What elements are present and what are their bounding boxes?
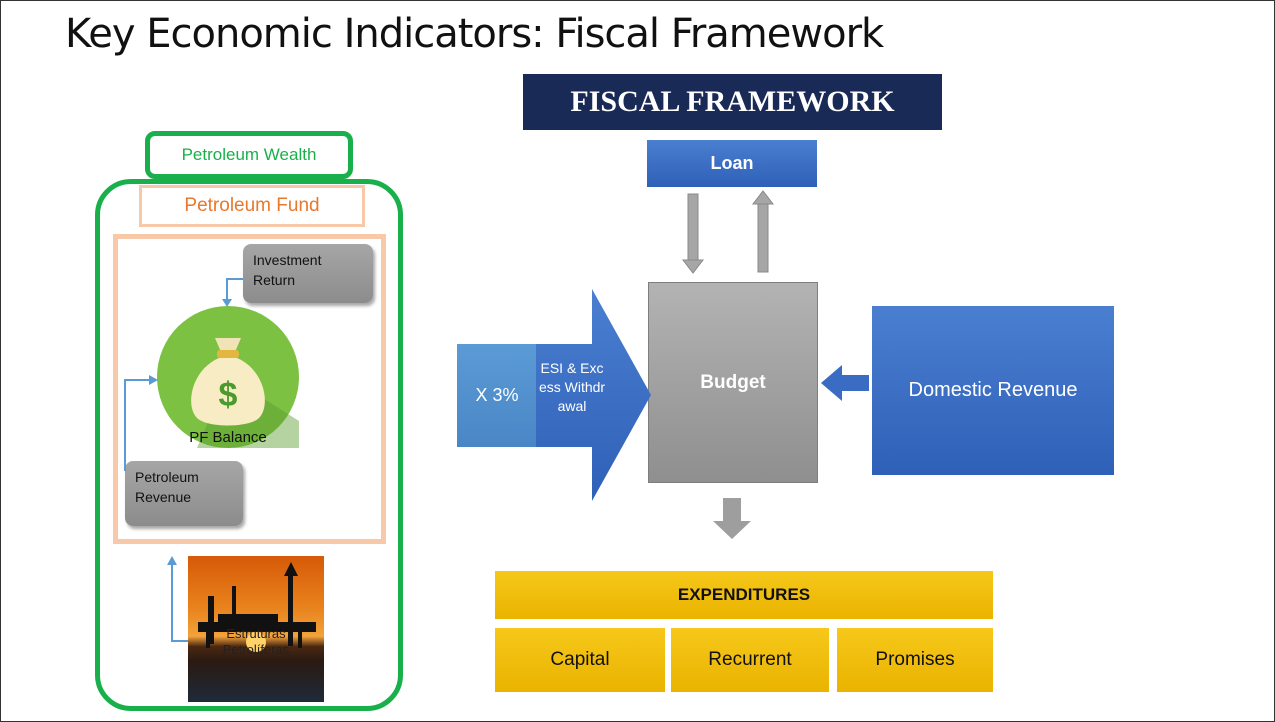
budget-to-expenditures-arrow <box>713 498 751 539</box>
domestic-revenue-box: Domestic Revenue <box>872 306 1114 475</box>
petroleum-revenue-label: Petroleum Revenue <box>135 469 199 505</box>
investment-return-box: Investment Return <box>243 244 373 303</box>
petroleum-wealth-label-box: Petroleum Wealth <box>145 131 353 179</box>
expenditure-capital-box: Capital <box>495 628 665 692</box>
domestic-revenue-label: Domestic Revenue <box>908 379 1078 401</box>
esi-withdrawal-arrow <box>536 289 651 501</box>
esi-withdrawal-label: ESI & Excess Withdrawal <box>538 360 606 414</box>
budget-box: Budget <box>648 282 818 483</box>
petroleum-wealth-label: Petroleum Wealth <box>181 145 317 164</box>
loan-label: Loan <box>710 153 754 173</box>
x3-label: X 3% <box>475 385 519 405</box>
expenditures-label: EXPENDITURES <box>677 585 811 604</box>
loan-box: Loan <box>647 140 817 187</box>
petroleum-wealth-container <box>95 179 403 711</box>
petroleum-fund-label-box: Petroleum Fund <box>139 185 365 227</box>
page-title: Key Economic Indicators: Fiscal Framewor… <box>65 11 884 57</box>
petroleum-fund-container <box>113 234 386 544</box>
loan-to-budget-arrow <box>681 193 705 274</box>
svg-text:$: $ <box>219 376 238 414</box>
budget-to-loan-arrow <box>751 190 775 273</box>
oil-rig-photo: Estruturas Petrolíferas <box>188 556 324 702</box>
expenditure-promises-label: Promises <box>875 649 955 670</box>
investment-return-arrow <box>226 278 243 301</box>
photo-caption: Estruturas Petrolíferas <box>222 626 290 657</box>
expenditures-header-box: EXPENDITURES <box>495 571 993 619</box>
expenditure-recurrent-label: Recurrent <box>708 649 792 670</box>
petroleum-fund-label: Petroleum Fund <box>184 195 320 216</box>
domestic-revenue-arrow <box>821 365 869 401</box>
petroleum-revenue-arrow <box>124 379 151 471</box>
x3-box: X 3% <box>457 344 537 447</box>
pf-balance-label: PF Balance <box>189 429 267 446</box>
petroleum-revenue-box: Petroleum Revenue <box>125 461 243 526</box>
expenditure-recurrent-box: Recurrent <box>671 628 829 692</box>
photo-to-fund-arrow <box>171 563 188 642</box>
fiscal-framework-header: FISCAL FRAMEWORK <box>523 74 942 130</box>
investment-return-label: Investment Return <box>253 252 322 288</box>
expenditure-promises-box: Promises <box>837 628 993 692</box>
money-bag-icon: $ <box>191 338 299 448</box>
budget-label: Budget <box>700 371 766 393</box>
oil-rig-silhouette-icon <box>198 562 316 652</box>
expenditure-capital-label: Capital <box>550 649 610 670</box>
